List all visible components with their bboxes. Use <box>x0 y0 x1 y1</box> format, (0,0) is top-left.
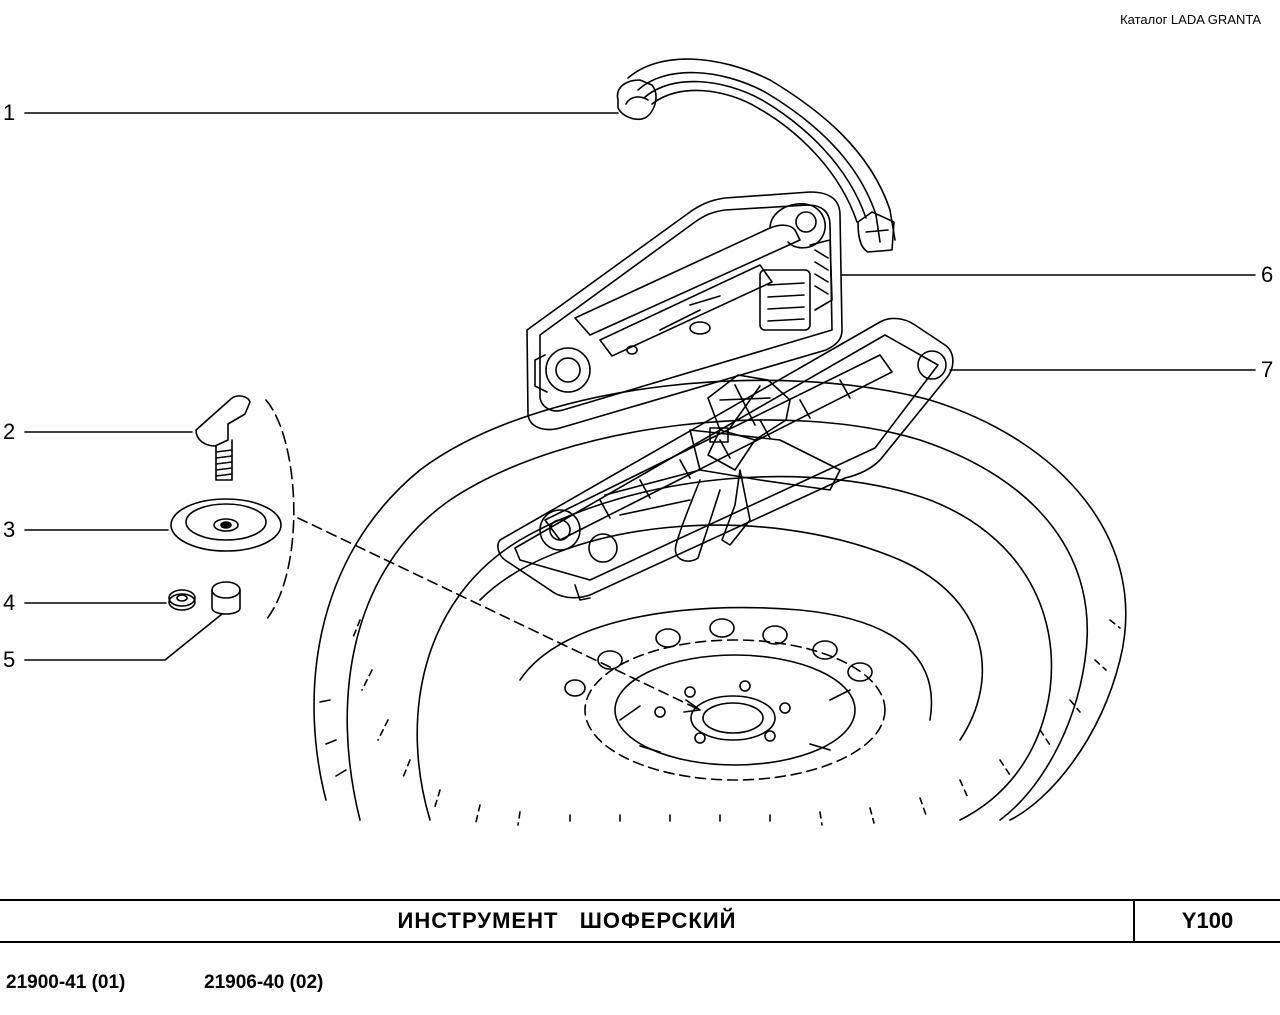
catalog-header: Каталог LADA GRANTA <box>1120 12 1261 27</box>
tool-bag <box>526 191 843 431</box>
model-code-2: 21906-40 (02) <box>204 972 324 993</box>
callout-7: 7 <box>1261 357 1274 382</box>
callout-3: 3 <box>3 517 16 542</box>
callout-1: 1 <box>3 100 16 125</box>
strap <box>616 58 896 253</box>
section-code: Y100 <box>1181 908 1234 933</box>
spare-wheel <box>313 379 1127 826</box>
callout-6: 6 <box>1261 262 1274 287</box>
jack <box>497 317 954 601</box>
small-parts <box>168 395 701 713</box>
model-code-1: 21900-41 (01) <box>6 972 126 993</box>
leader-lines <box>24 112 1256 661</box>
wing-bolt <box>195 395 251 447</box>
page-title: ИНСТРУМЕНТ ШОФЕРСКИЙ <box>397 908 737 933</box>
title-divider <box>1133 901 1135 941</box>
exploded-view-drawing <box>24 58 1256 826</box>
callout-4: 4 <box>3 590 16 615</box>
title-block: ИНСТРУМЕНТ ШОФЕРСКИЙ Y100 <box>0 899 1280 943</box>
callout-2: 2 <box>3 419 16 444</box>
callout-5: 5 <box>3 647 16 672</box>
